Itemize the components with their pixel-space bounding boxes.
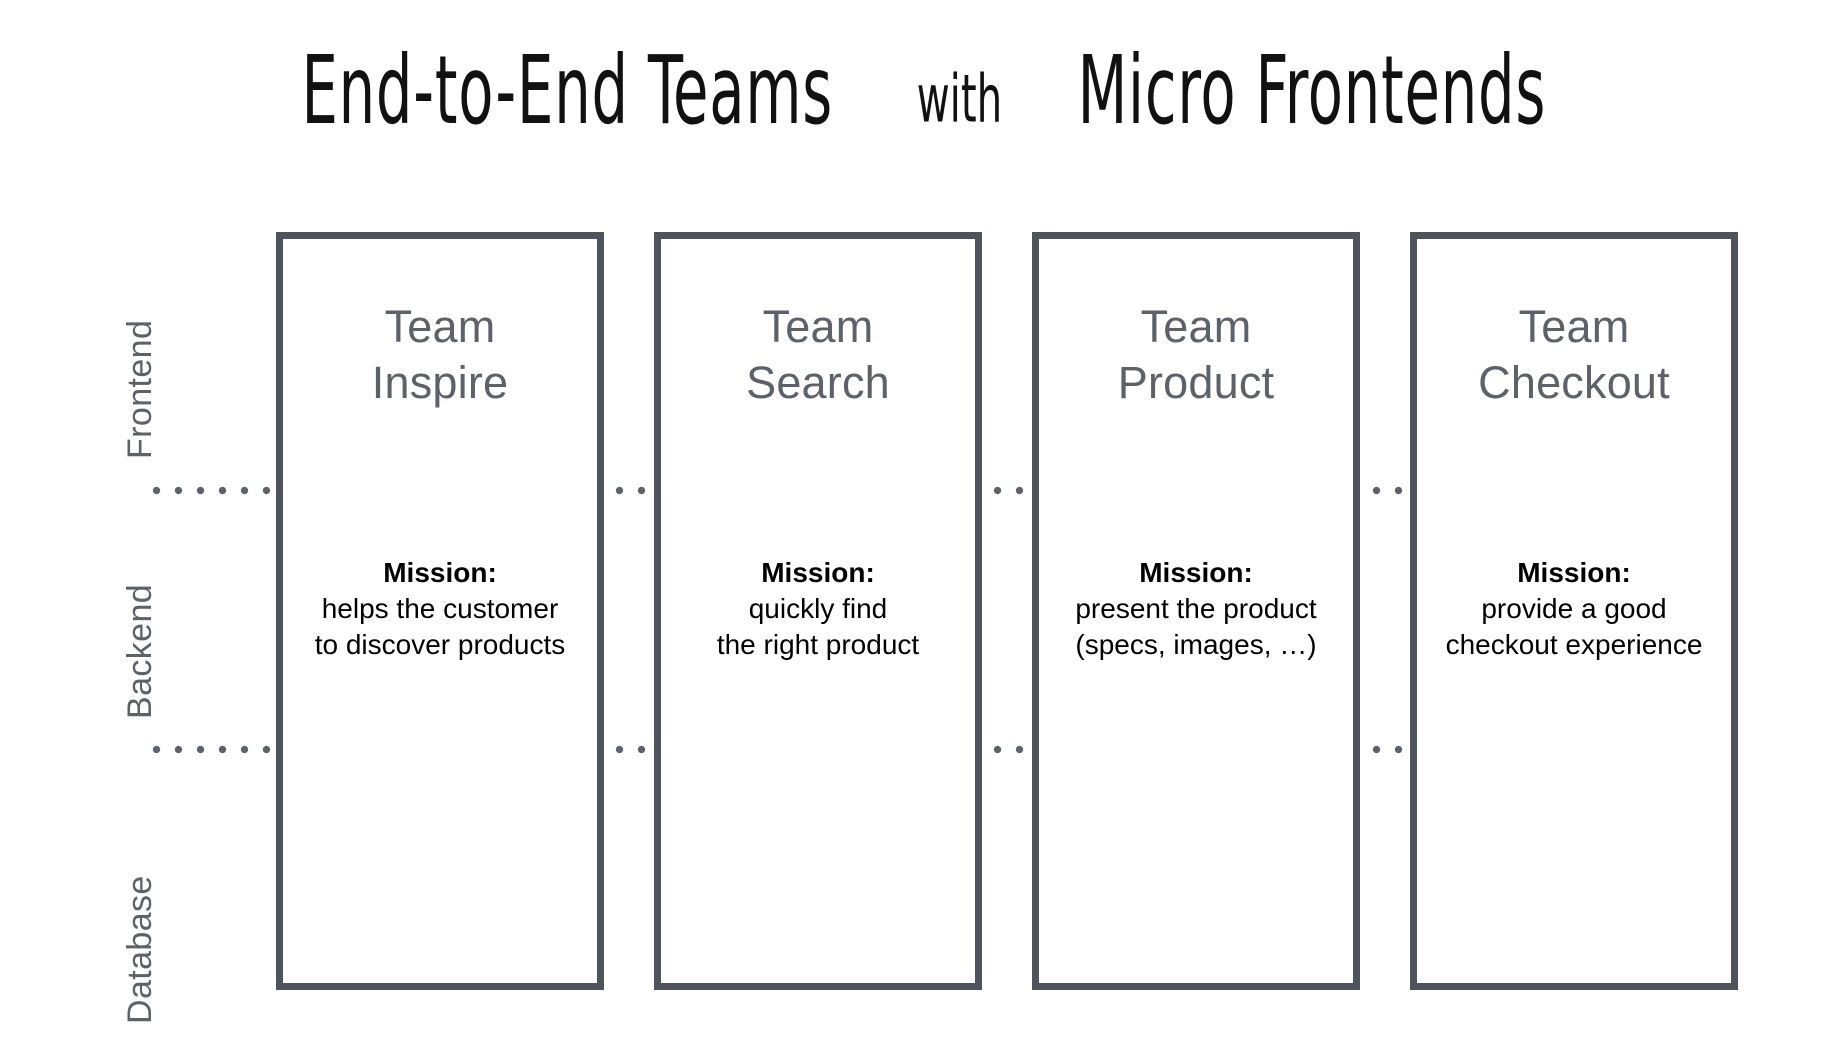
divider-segment [615, 745, 663, 754]
team-title-line1: Team [1140, 301, 1252, 352]
team-mission-product: Mission: present the product (specs, ima… [1039, 555, 1353, 663]
mission-label: Mission: [1517, 557, 1631, 588]
team-title-search: Team Search [661, 299, 975, 411]
team-title-line2: Product [1117, 357, 1275, 408]
mission-line-2: checkout experience [1445, 629, 1703, 660]
mission-label: Mission: [1139, 557, 1253, 588]
divider-segment [993, 745, 1041, 754]
divider-segment [1372, 745, 1420, 754]
team-mission-checkout: Mission: provide a good checkout experie… [1417, 555, 1731, 663]
team-title-checkout: Team Checkout [1417, 299, 1731, 411]
mission-line-2: (specs, images, …) [1075, 629, 1317, 660]
team-title-line1: Team [1518, 301, 1630, 352]
divider-segment [1372, 486, 1420, 495]
title-part-main-1: End-to-End Teams [301, 35, 834, 146]
axis-label-backend: Backend [121, 583, 159, 719]
team-title-line2: Inspire [371, 357, 509, 408]
divider-segment [152, 745, 272, 754]
team-title-line1: Team [762, 301, 874, 352]
mission-line-1: helps the customer [321, 593, 559, 624]
divider-segment [615, 486, 663, 495]
team-card-search[interactable]: Team Search Mission: quickly find the ri… [654, 232, 982, 990]
mission-line-2: to discover products [314, 629, 566, 660]
mission-label: Mission: [383, 557, 497, 588]
mission-line-1: present the product [1075, 593, 1317, 624]
team-card-checkout[interactable]: Team Checkout Mission: provide a good ch… [1410, 232, 1738, 990]
title-part-with: with [916, 61, 1003, 138]
title-part-main-2: Micro Frontends [1077, 35, 1547, 146]
divider-frontend-backend [0, 486, 1840, 495]
team-mission-search: Mission: quickly find the right product [661, 555, 975, 663]
axis-label-frontend: Frontend [121, 319, 159, 459]
mission-line-1: provide a good [1481, 593, 1667, 624]
team-title-inspire: Team Inspire [283, 299, 597, 411]
team-card-product[interactable]: Team Product Mission: present the produc… [1032, 232, 1360, 990]
team-mission-inspire: Mission: helps the customer to discover … [283, 555, 597, 663]
team-card-inspire[interactable]: Team Inspire Mission: helps the customer… [276, 232, 604, 990]
team-title-line2: Search [746, 357, 890, 408]
axis-label-database: Database [121, 875, 159, 1024]
team-title-line1: Team [384, 301, 496, 352]
divider-segment [993, 486, 1041, 495]
divider-backend-database [0, 745, 1840, 754]
page-title: End-to-End Teams with Micro Frontends [0, 36, 1840, 146]
team-title-line2: Checkout [1478, 357, 1670, 408]
divider-segment [152, 486, 272, 495]
mission-line-2: the right product [716, 629, 920, 660]
mission-label: Mission: [761, 557, 875, 588]
mission-line-1: quickly find [748, 593, 888, 624]
team-title-product: Team Product [1039, 299, 1353, 411]
